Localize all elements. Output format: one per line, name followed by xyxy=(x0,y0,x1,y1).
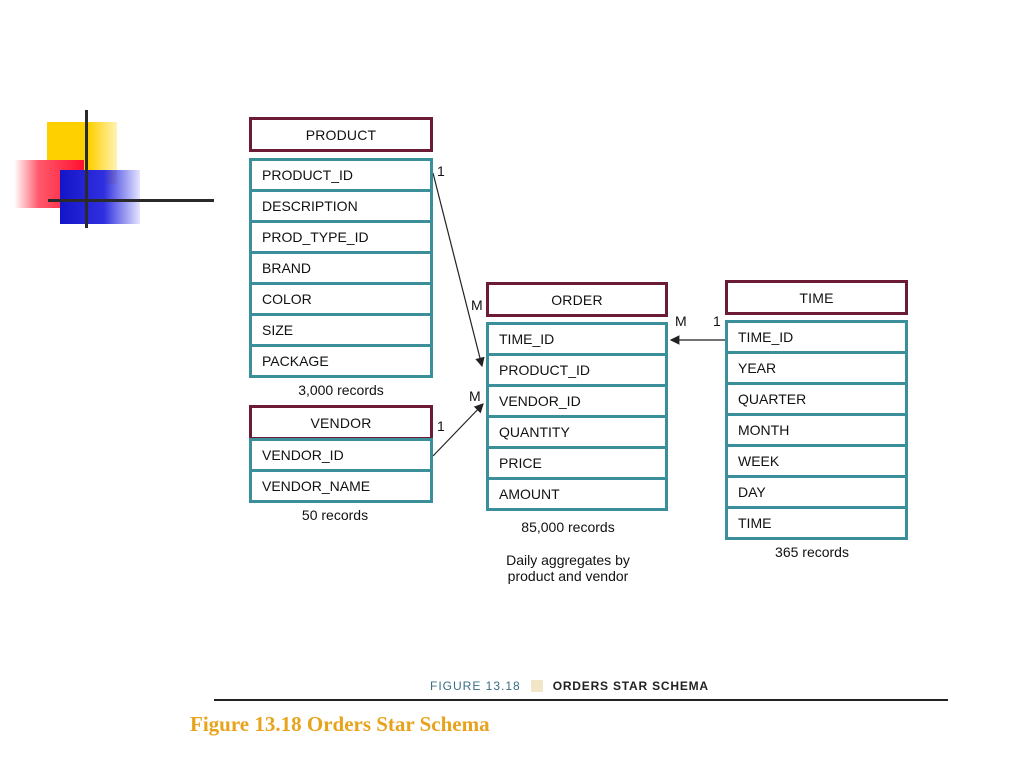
time-field: TIME_ID xyxy=(728,323,905,351)
time-field: YEAR xyxy=(728,354,905,382)
product-field: COLOR xyxy=(252,285,430,313)
vendor-order-connector xyxy=(432,403,484,457)
vendor-cardinality-one: 1 xyxy=(437,418,445,434)
figure-separator-square xyxy=(530,680,543,692)
slide-caption: Figure 13.18 Orders Star Schema xyxy=(190,712,490,736)
order-cardinality-many-product: M xyxy=(471,297,483,313)
order-cardinality-many-vendor: M xyxy=(469,388,481,404)
time-table-header: TIME xyxy=(725,280,908,315)
figure-rule xyxy=(214,699,948,701)
product-cardinality-one: 1 xyxy=(437,163,445,179)
vendor-field: VENDOR_NAME xyxy=(252,472,430,500)
order-table-title: ORDER xyxy=(551,291,603,308)
vendor-record-count: 50 records xyxy=(301,507,369,523)
order-field: TIME_ID xyxy=(489,325,665,353)
time-field: WEEK xyxy=(728,447,905,475)
product-table: PRODUCT_ID DESCRIPTION PROD_TYPE_ID BRAN… xyxy=(249,158,433,378)
order-record-count: 85,000 records xyxy=(521,519,615,535)
order-aggregation-note: Daily aggregates by product and vendor xyxy=(506,552,630,584)
product-table-title: PRODUCT xyxy=(305,126,377,143)
time-field: DAY xyxy=(728,478,905,506)
vendor-field: VENDOR_ID xyxy=(252,441,430,469)
decor-blue-square xyxy=(60,170,140,224)
order-table-header: ORDER xyxy=(486,282,668,317)
product-field: SIZE xyxy=(252,316,430,344)
order-table: TIME_ID PRODUCT_ID VENDOR_ID QUANTITY PR… xyxy=(486,322,668,511)
time-field: MONTH xyxy=(728,416,905,444)
time-record-count: 365 records xyxy=(775,544,849,560)
product-field: BRAND xyxy=(252,254,430,282)
time-table-title: TIME xyxy=(799,289,834,306)
product-field: DESCRIPTION xyxy=(252,192,430,220)
decor-horizontal-line xyxy=(48,199,214,202)
order-field: PRODUCT_ID xyxy=(489,356,665,384)
order-field: QUANTITY xyxy=(489,418,665,446)
order-field: VENDOR_ID xyxy=(489,387,665,415)
order-field: PRICE xyxy=(489,449,665,477)
time-field: TIME xyxy=(728,509,905,537)
vendor-table-header: VENDOR xyxy=(249,405,433,440)
product-field: PRODUCT_ID xyxy=(252,161,430,189)
vendor-table: VENDOR_ID VENDOR_NAME xyxy=(249,438,433,503)
order-cardinality-many-time: M xyxy=(675,313,687,329)
product-order-connector xyxy=(432,172,485,368)
order-field: AMOUNT xyxy=(489,480,665,508)
time-cardinality-one: 1 xyxy=(713,313,721,329)
figure-title: ORDERS STAR SCHEMA xyxy=(552,679,709,693)
product-field: PROD_TYPE_ID xyxy=(252,223,430,251)
time-table: TIME_ID YEAR QUARTER MONTH WEEK DAY TIME xyxy=(725,320,908,540)
time-field: QUARTER xyxy=(728,385,905,413)
vendor-table-title: VENDOR xyxy=(310,414,372,431)
figure-label: FIGURE 13.18 ORDERS STAR SCHEMA xyxy=(430,679,709,693)
product-field: PACKAGE xyxy=(252,347,430,375)
product-table-header: PRODUCT xyxy=(249,117,433,152)
decor-vertical-line xyxy=(85,110,88,228)
figure-number: FIGURE 13.18 xyxy=(430,679,521,693)
product-record-count: 3,000 records xyxy=(298,382,384,398)
